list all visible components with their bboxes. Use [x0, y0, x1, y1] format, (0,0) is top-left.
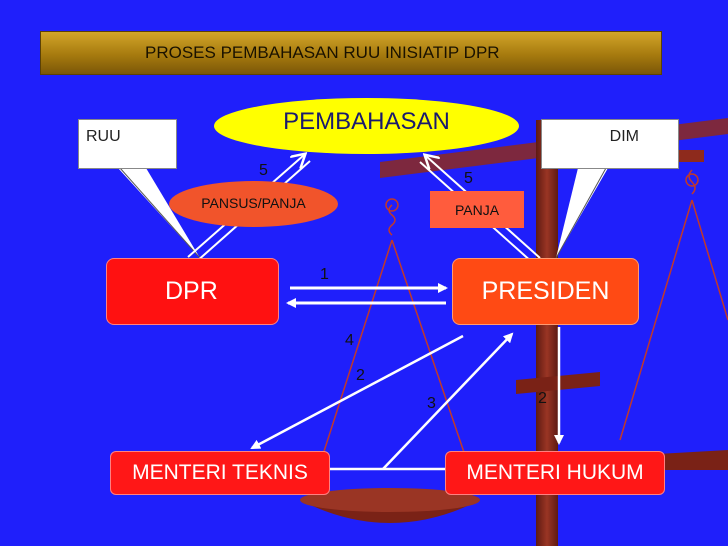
dim-label: DIM: [610, 128, 639, 146]
pembahasan-node: PEMBAHASAN: [214, 98, 519, 154]
menteri-teknis-label: MENTERI TEKNIS: [132, 461, 308, 485]
step-number: 4: [345, 332, 354, 350]
ruu-callout: RUU: [78, 119, 177, 169]
menteri-teknis-node: MENTERI TEKNIS: [110, 451, 330, 495]
pansus-panja-node: PANSUS/PANJA: [169, 181, 338, 227]
step-number: 2: [356, 367, 365, 385]
step-number: 5: [259, 162, 268, 180]
presiden-node: PRESIDEN: [452, 258, 639, 325]
pembahasan-label: PEMBAHASAN: [283, 108, 450, 136]
step-number: 1: [320, 266, 329, 284]
dpr-node: DPR: [106, 258, 279, 325]
dim-callout: DIM: [541, 119, 679, 169]
pansus-panja-label: PANSUS/PANJA: [201, 195, 306, 211]
menteri-to-presiden-arrow: [383, 334, 512, 469]
presiden-to-menteri-teknis-arrow: [252, 336, 463, 448]
slide-title: PROSES PEMBAHASAN RUU INISIATIP DPR: [145, 43, 500, 63]
ruu-label: RUU: [86, 128, 121, 146]
panja-label: PANJA: [455, 202, 499, 218]
menteri-hukum-label: MENTERI HUKUM: [466, 461, 643, 485]
step-number: 3: [427, 395, 436, 413]
dpr-label: DPR: [165, 277, 218, 306]
panja-node: PANJA: [430, 191, 524, 228]
step-number: 2: [538, 390, 547, 408]
step-number: 5: [464, 170, 473, 188]
menteri-hukum-node: MENTERI HUKUM: [445, 451, 665, 495]
presiden-label: PRESIDEN: [482, 277, 610, 306]
title-bar: PROSES PEMBAHASAN RUU INISIATIP DPR: [40, 31, 662, 75]
